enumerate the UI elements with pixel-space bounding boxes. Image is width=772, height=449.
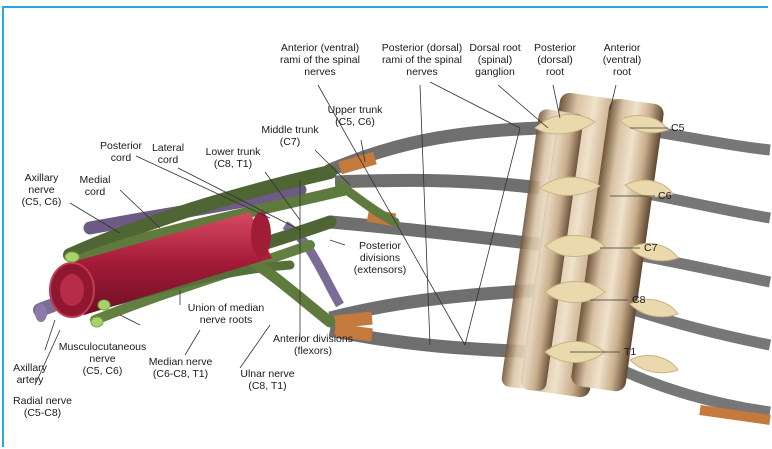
label-medial-cord: Medial cord	[70, 174, 120, 198]
label-ulnar-nerve: Ulnar nerve (C8, T1)	[230, 368, 305, 392]
label-anterior-root: Anterior (ventral) root	[592, 42, 652, 78]
label-t1: T1	[624, 346, 654, 358]
label-c5: C5	[671, 122, 701, 134]
label-anterior-divisions: Anterior divisions (flexors)	[258, 333, 368, 357]
label-dorsal-root-ganglion: Dorsal root (spinal) ganglion	[455, 42, 535, 78]
label-middle-trunk: Middle trunk (C7)	[250, 124, 330, 148]
label-union-median: Union of median nerve roots	[176, 302, 276, 326]
vein-end	[35, 304, 47, 322]
label-c6: C6	[658, 190, 688, 202]
label-posterior-cord: Posterior cord	[96, 140, 146, 164]
label-c7: C7	[644, 242, 674, 254]
label-median-nerve: Median nerve (C6-C8, T1)	[138, 356, 223, 380]
label-posterior-divisions: Posterior divisions (extensors)	[340, 240, 420, 276]
label-lateral-cord: Lateral cord	[143, 142, 193, 166]
label-radial-nerve: Radial nerve (C5-C8)	[5, 395, 80, 419]
label-c8: C8	[632, 294, 662, 306]
label-posterior-root: Posterior (dorsal) root	[525, 42, 585, 78]
label-axillary-nerve: Axillary nerve (C5, C6)	[14, 172, 69, 208]
label-lower-trunk: Lower trunk (C8, T1)	[193, 146, 273, 170]
label-axillary-artery: Axillary artery	[5, 362, 55, 386]
